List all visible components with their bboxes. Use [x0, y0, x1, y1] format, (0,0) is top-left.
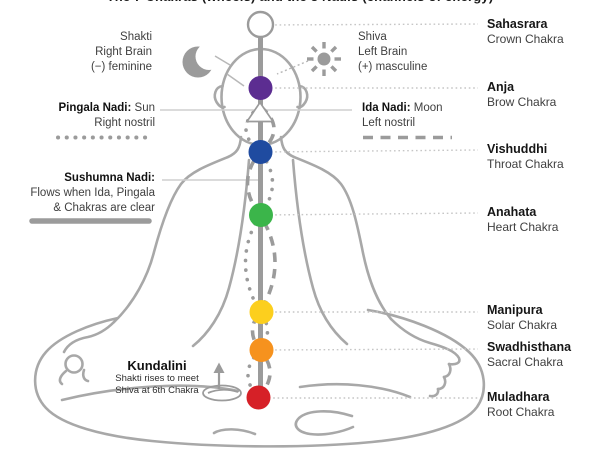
chakra-subtitle: Heart Chakra [487, 220, 559, 234]
chakra-label-muladhara: Muladhara Root Chakra [487, 390, 554, 420]
kundalini-label: Kundalini Shakti rises to meet Shiva at … [103, 359, 211, 397]
shakti-label: Shakti Right Brain (−) feminine [91, 30, 152, 75]
sushumna-name: Sushumna Nadi: [64, 172, 155, 184]
left-hand-mudra [64, 354, 84, 374]
chakra-label-swadhisthana: Swadhisthana Sacral Chakra [487, 340, 571, 370]
sushumna-line3: & Chakras are clear [53, 202, 155, 214]
shakti-line3: (−) feminine [90, 61, 152, 73]
pingala-line2: Right nostril [94, 117, 155, 129]
chakra-name: Muladhara [487, 390, 550, 404]
chakra-subtitle: Sacral Chakra [487, 355, 564, 369]
right-inner-arm [291, 158, 349, 346]
sushumna-label: Sushumna Nadi: Flows when Ida, Pingala &… [30, 171, 155, 216]
third-eye-triangle-icon [245, 100, 275, 123]
chakra-name: Swadhisthana [487, 340, 572, 354]
right-shin-line [298, 382, 412, 399]
chakra-label-anja: Anja Brow Chakra [487, 80, 556, 110]
left-inner-arm [191, 158, 251, 348]
chakra-dot-anja [248, 76, 273, 100]
kundalini-line2: Shakti rises to meet [115, 373, 199, 384]
chakra-name: Vishuddhi [487, 142, 548, 156]
shakti-line1: Shakti [120, 31, 152, 43]
left-shoulder-arm [112, 135, 243, 324]
sushumna-line2: Flows when Ida, Pingala [30, 187, 155, 199]
crossed-legs-outline [33, 308, 486, 448]
left-hand-finger [58, 369, 68, 386]
chakra-subtitle: Brow Chakra [487, 95, 557, 109]
chakra-subtitle: Crown Chakra [487, 32, 564, 46]
right-ear [296, 84, 309, 109]
left-hand-finger [81, 368, 90, 383]
pingala-value: Sun [131, 102, 155, 114]
chakra-subtitle: Throat Chakra [487, 157, 564, 171]
sun-pointer-dotted [276, 60, 309, 75]
chakra-label-manipura: Manipura Solar Chakra [487, 303, 557, 333]
chakra-label-anahata: Anahata Heart Chakra [487, 205, 558, 235]
shiva-label: Shiva Left Brain (+) masculine [358, 30, 427, 75]
chakra-label-vishuddhi: Vishuddhi Throat Chakra [487, 142, 564, 172]
chakra-subtitle: Solar Chakra [487, 318, 558, 332]
sun-icon [307, 42, 341, 76]
right-shoulder-arm [279, 135, 393, 321]
chakra-dot-vishuddhi [248, 140, 273, 164]
ida-name: Ida Nadi: [362, 102, 411, 114]
arrow-up-icon [213, 362, 225, 389]
chakra-name: Sahasrara [487, 17, 548, 31]
kundalini-name: Kundalini [127, 358, 187, 373]
shiva-line2: Left Brain [358, 46, 408, 58]
left-ear [213, 84, 226, 109]
pingala-label: Pingala Nadi: Sun Right nostril [58, 101, 155, 131]
chakra-dot-swadhisthana [249, 338, 274, 362]
chakra-name: Anahata [487, 205, 537, 219]
left-foot-hint [212, 428, 257, 436]
kundalini-coil-icon [202, 384, 242, 402]
chakra-name: Anja [487, 80, 515, 94]
chakra-leader-lines [260, 23, 479, 399]
ida-label: Ida Nadi: Moon Left nostril [362, 101, 443, 131]
left-hand [62, 320, 116, 354]
right-hand-finger [436, 375, 447, 391]
moon-pointer-lines [214, 55, 245, 87]
page-title: The 7 Chakras (wheels) and the 3 Nadis (… [0, 0, 600, 4]
right-hand-finger [428, 387, 440, 398]
chakra-dot-anahata [249, 203, 273, 227]
chakra-dot-muladhara [246, 385, 271, 410]
shiva-line3: (+) masculine [358, 61, 428, 73]
kundalini-line3: Shiva at 6th Chakra [115, 385, 199, 396]
shakti-line2: Right Brain [95, 46, 152, 58]
chakra-subtitle: Root Chakra [487, 405, 555, 419]
moon-icon [182, 43, 223, 78]
right-hand-finger [442, 362, 452, 379]
shiva-line1: Shiva [358, 31, 387, 43]
chakra-dot-manipura [249, 300, 274, 324]
chakra-label-sahasrara: Sahasrara Crown Chakra [487, 17, 564, 47]
meditating-figure [33, 47, 486, 448]
ida-value: Moon [410, 102, 443, 114]
chakra-dot-sahasrara [246, 10, 275, 39]
chakra-name: Manipura [487, 303, 543, 317]
ida-line2: Left nostril [362, 117, 416, 129]
front-foot [294, 410, 355, 436]
pingala-name: Pingala Nadi: [58, 102, 132, 114]
